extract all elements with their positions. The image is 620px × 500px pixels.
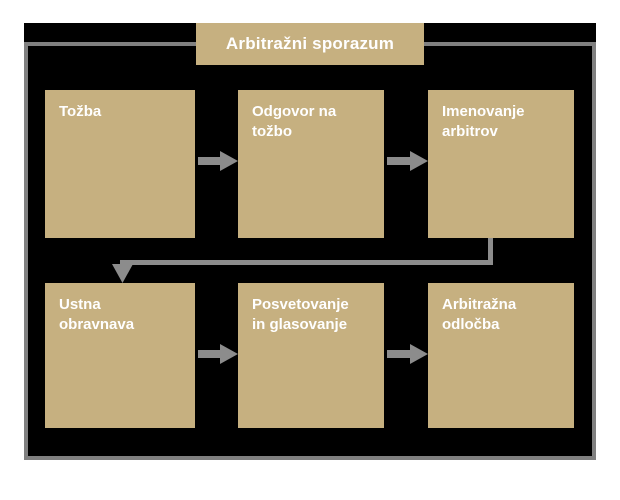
node-imenovanje-arbitrov[interactable]: Imenovanje arbitrov xyxy=(428,90,574,238)
node-odgovor-na-tozbo-label: Odgovor na tožbo xyxy=(252,103,337,140)
diagram-title: Arbitražni sporazum xyxy=(225,34,395,53)
diagram-title-box: Arbitražni sporazum xyxy=(196,23,424,65)
node-arbitrazna-odlocba[interactable]: Arbitražna odločba xyxy=(428,283,574,428)
connector-imenovanje-to-ustna xyxy=(104,238,500,286)
node-tozba-label: Tožba xyxy=(59,103,102,120)
node-imenovanje-arbitrov-label: Imenovanje arbitrov xyxy=(442,103,525,140)
connector-odgovor-to-imenovanje xyxy=(384,148,428,174)
node-posvetovanje-in-glasovanje[interactable]: Posvetovanje in glasovanje xyxy=(238,283,384,428)
connector-ustna-to-posvetovanje xyxy=(195,341,238,367)
node-arbitrazna-odlocba-label: Arbitražna odločba xyxy=(442,296,517,333)
node-tozba[interactable]: Tožba xyxy=(45,90,195,238)
connector-posvetovanje-to-odlocba xyxy=(384,341,428,367)
node-posvetovanje-in-glasovanje-label: Posvetovanje in glasovanje xyxy=(252,296,349,333)
node-odgovor-na-tozbo[interactable]: Odgovor na tožbo xyxy=(238,90,384,238)
node-ustna-obravnava-label: Ustna obravnava xyxy=(59,296,135,333)
node-ustna-obravnava[interactable]: Ustna obravnava xyxy=(45,283,195,428)
connector-tozba-to-odgovor xyxy=(195,148,238,174)
